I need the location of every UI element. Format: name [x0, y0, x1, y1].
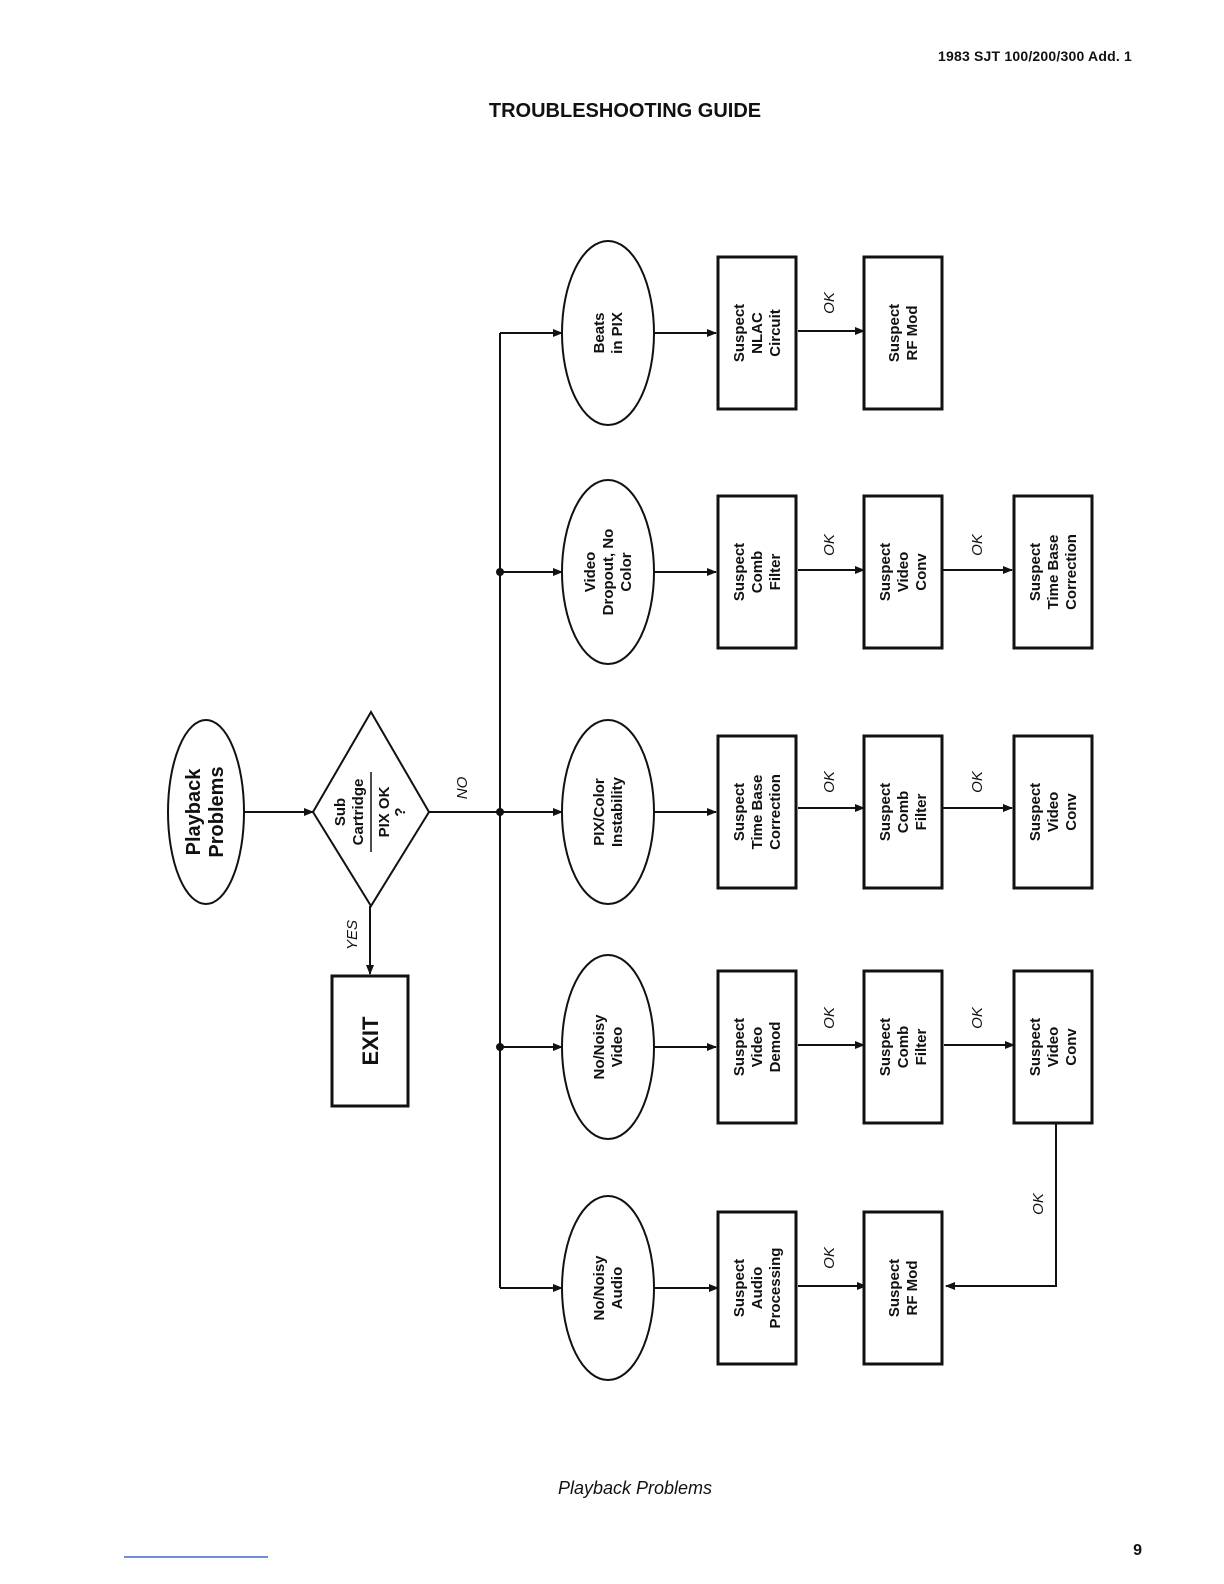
page-title: TROUBLESHOOTING GUIDE [488, 100, 762, 122]
exit-node [330, 974, 410, 1108]
suspect-label-line-2: Video [1045, 792, 1062, 833]
suspect-label-line-2: Comb [895, 791, 912, 834]
suspect-label-line-3: Conv [1063, 1028, 1080, 1066]
suspect-label-line-3: Correction [767, 774, 784, 850]
edge-conv-rfmod-loop [945, 1120, 1057, 1290]
suspect-label-line-3: Conv [913, 553, 930, 591]
suspect-label-line-1: Suspect [731, 1259, 748, 1317]
suspect-box [716, 734, 798, 890]
suspect-label-line-1: Suspect [731, 304, 748, 362]
suspect-label-line-3: Filter [913, 1029, 930, 1066]
suspect-label-line-3: Filter [913, 794, 930, 831]
suspect-box [862, 734, 944, 890]
junction-dot [496, 568, 504, 576]
blue-rule [124, 1556, 268, 1558]
symptom-label-line-3: Color [618, 552, 635, 591]
suspect-label-line-2: Comb [749, 551, 766, 594]
symptom-label-line-1: Video [582, 552, 599, 593]
suspect-label-line-1: Suspect [877, 1018, 894, 1076]
symptom-label-line-2: Dropout, No [600, 529, 617, 616]
suspect-label-line-2: NLAC [749, 312, 766, 354]
ok-label: OK [969, 1006, 986, 1029]
suspect-box [716, 969, 798, 1125]
suspect-label-line-3: Filter [767, 554, 784, 591]
suspect-box [862, 494, 944, 650]
junction-dot [496, 1043, 504, 1051]
symptom-label-line-1: Beats [591, 313, 608, 354]
suspect-label-line-1: Suspect [731, 1018, 748, 1076]
start-node [167, 719, 245, 905]
start-label-line-1: Playback [183, 768, 205, 856]
ok-label: OK [969, 770, 986, 793]
ok-label: OK [821, 1006, 838, 1029]
suspect-label-line-1: Suspect [1027, 543, 1044, 601]
decision-label-line-3: PIX OK [376, 786, 393, 837]
suspect-label-line-3: Processing [767, 1248, 784, 1329]
suspect-label-line-3: Demod [767, 1022, 784, 1073]
symptom-label-line-1: PIX/Color [591, 778, 608, 846]
figure-caption: Playback Problems [557, 1478, 713, 1498]
suspect-label-line-2: Video [1045, 1027, 1062, 1068]
suspect-box [862, 969, 944, 1125]
suspect-label-line-2: Video [895, 552, 912, 593]
suspect-label-line-3: Circuit [767, 309, 784, 357]
suspect-label-line-1: Suspect [877, 783, 894, 841]
suspect-label-line-1: Suspect [731, 783, 748, 841]
suspect-box [1012, 494, 1094, 650]
document-id: 1983 SJT 100/200/300 Add. 1 [937, 48, 1132, 64]
no-label: NO [454, 776, 471, 799]
symptom-label-line-1: No/Noisy [591, 1255, 608, 1321]
suspect-label-line-2: Audio [749, 1267, 766, 1310]
decision-label-line-4: ? [392, 807, 409, 816]
suspect-box [1012, 734, 1094, 890]
symptom-label-line-2: Audio [609, 1267, 626, 1310]
suspect-label-line-2: RF Mod [904, 306, 921, 361]
start-label-line-2: Problems [206, 766, 228, 857]
suspect-box [862, 1210, 944, 1366]
suspect-label-line-1: Suspect [877, 543, 894, 601]
decision-label-line-1: Sub [332, 798, 349, 826]
symptom-node [561, 240, 655, 426]
symptom-label-line-2: Video [609, 1027, 626, 1068]
suspect-label-line-1: Suspect [731, 543, 748, 601]
exit-label: EXIT [358, 1016, 383, 1065]
suspect-label-line-2: Time Base [1045, 535, 1062, 610]
suspect-label-line-3: Conv [1063, 793, 1080, 831]
suspect-box [862, 255, 944, 411]
symptom-node [561, 1195, 655, 1381]
suspect-label-line-1: Suspect [1027, 783, 1044, 841]
suspect-label-line-3: Correction [1063, 534, 1080, 610]
ok-label: OK [1030, 1192, 1047, 1215]
ok-label: OK [821, 533, 838, 556]
page-number: 9 [1133, 1542, 1142, 1559]
symptom-node [561, 719, 655, 905]
yes-label: YES [344, 920, 361, 950]
symptom-label-line-2: Instability [609, 776, 626, 847]
suspect-label-line-1: Suspect [886, 304, 903, 362]
suspect-box [1012, 969, 1094, 1125]
suspect-box [716, 255, 798, 411]
suspect-label-line-2: Video [749, 1027, 766, 1068]
suspect-label-line-2: RF Mod [904, 1261, 921, 1316]
symptom-label-line-1: No/Noisy [591, 1014, 608, 1080]
symptom-node [561, 954, 655, 1140]
ok-label: OK [821, 770, 838, 793]
decision-label-line-2: Cartridge [350, 779, 367, 846]
junction-dot [496, 808, 504, 816]
ok-label: OK [821, 291, 838, 314]
suspect-label-line-1: Suspect [1027, 1018, 1044, 1076]
symptom-label-line-2: in PIX [609, 312, 626, 354]
suspect-label-line-2: Comb [895, 1026, 912, 1069]
suspect-label-line-1: Suspect [886, 1259, 903, 1317]
suspect-box [716, 1210, 798, 1366]
suspect-label-line-2: Time Base [749, 775, 766, 850]
suspect-box [716, 494, 798, 650]
ok-label: OK [969, 533, 986, 556]
symptom-node [561, 479, 655, 665]
ok-label: OK [821, 1246, 838, 1269]
